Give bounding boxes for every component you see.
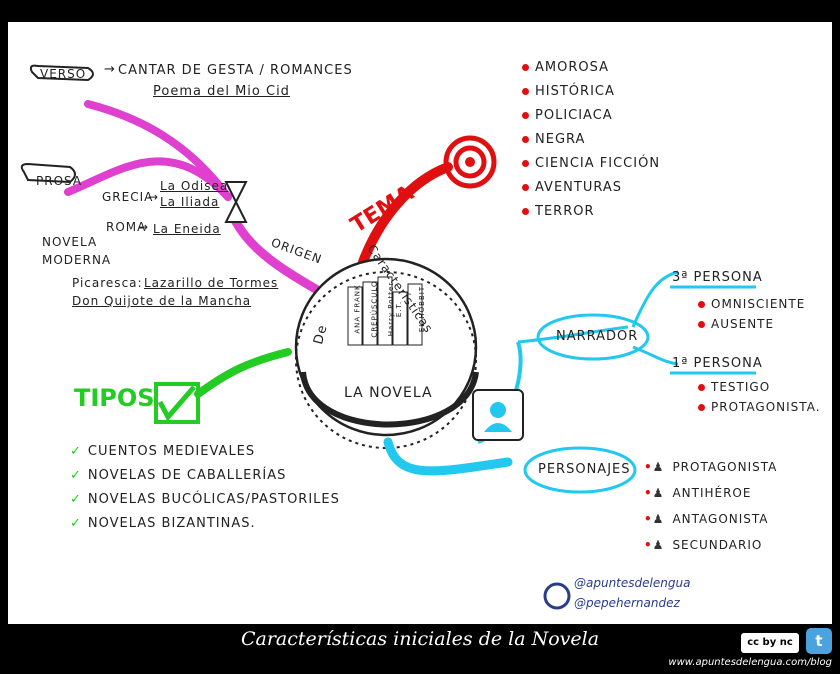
novela-label: NOVELA xyxy=(42,235,98,249)
creative-commons-icon: cc by nc sa xyxy=(741,633,799,668)
narrador-item: TESTIGO xyxy=(698,380,770,394)
connector-lines xyxy=(20,64,756,610)
quijote-text: Don Quijote de la Mancha xyxy=(72,294,252,308)
verso-arrow: → xyxy=(104,62,116,77)
lazarillo-text: Lazarillo de Tormes xyxy=(144,276,279,290)
poema-mio-cid-text: Poema del Mio Cid xyxy=(153,84,290,99)
verso-label: VERSO xyxy=(40,67,87,81)
prosa-label: PROSA xyxy=(36,174,83,188)
credit-handle-2: @pepehernandez xyxy=(574,596,680,610)
checkmark-icon: ✓ xyxy=(70,468,82,483)
mind-map-canvas: VERSO → CANTAR DE GESTA / ROMANCES Poema… xyxy=(8,22,832,624)
red-dot-icon xyxy=(698,321,705,328)
tema-item-label: NEGRA xyxy=(535,132,586,147)
odisea-text: La Odisea xyxy=(160,179,229,193)
personaje-item-label: ANTAGONISTA xyxy=(672,512,769,526)
person-icon: •♟ xyxy=(644,538,665,552)
person-icon: •♟ xyxy=(644,486,665,500)
tema-item: AVENTURAS xyxy=(522,176,660,200)
roma-arrow: → xyxy=(138,220,150,234)
tema-item: POLICIACA xyxy=(522,104,660,128)
tema-item: TERROR xyxy=(522,200,660,224)
tema-item: NEGRA xyxy=(522,128,660,152)
tipo-item: ✓ NOVELAS BUCÓLICAS/PASTORILES xyxy=(70,488,340,512)
tema-item: HISTÓRICA xyxy=(522,80,660,104)
tema-item-label: POLICIACA xyxy=(535,108,613,123)
book-harry-potter: Harry Potter xyxy=(387,281,396,337)
personaje-item: •♟ ANTAGONISTA xyxy=(644,506,777,532)
narrador-item: PROTAGONISTA. xyxy=(698,400,821,414)
tema-item: AMOROSA xyxy=(522,56,660,80)
red-dot-icon xyxy=(522,160,529,167)
center-la-novela-text: LA NOVELA xyxy=(344,385,433,401)
eneida-text: La Eneida xyxy=(153,222,221,236)
red-dot-icon xyxy=(522,64,529,71)
book-el-hobbit: EL HOBBIT xyxy=(418,285,427,333)
checkmark-icon: ✓ xyxy=(70,444,82,459)
red-dot-icon xyxy=(698,301,705,308)
tercera-persona-label: 3ª PERSONA xyxy=(672,270,763,285)
red-dot-icon xyxy=(522,136,529,143)
tipos-list: ✓ CUENTOS MEDIEVALES ✓ NOVELAS DE CABALLER… xyxy=(70,440,340,536)
personaje-item: •♟ PROTAGONISTA xyxy=(644,454,777,480)
iliada-text: La Iliada xyxy=(160,195,220,209)
tipo-item-label: NOVELAS DE CABALLERÍAS xyxy=(87,468,287,483)
moderna-label: MODERNA xyxy=(42,253,112,267)
narrador-item-label: PROTAGONISTA. xyxy=(711,400,821,414)
book-ana-frank: ANA FRANK xyxy=(353,284,362,334)
tipos-label: TIPOS xyxy=(74,384,155,412)
grecia-arrow: → xyxy=(148,190,160,204)
personaje-item-label: SECUNDARIO xyxy=(672,538,763,552)
tema-item: CIENCIA FICCIÓN xyxy=(522,152,660,176)
red-dot-icon xyxy=(522,88,529,95)
red-dot-icon xyxy=(522,208,529,215)
book-et: E.T. xyxy=(395,300,404,318)
person-icon: •♟ xyxy=(644,460,665,474)
narrador-item-label: OMNISCIENTE xyxy=(711,297,806,311)
narrador-item: OMNISCIENTE xyxy=(698,297,805,311)
checkmark-icon: ✓ xyxy=(70,516,82,531)
tipo-item: ✓ CUENTOS MEDIEVALES xyxy=(70,440,340,464)
checkmark-icon: ✓ xyxy=(70,492,82,507)
temas-list: AMOROSA HISTÓRICA POLICIACA NEGRA CIENCI… xyxy=(522,56,660,224)
tipo-item: ✓ NOVELAS DE CABALLERÍAS xyxy=(70,464,340,488)
personajes-label: PERSONAJES xyxy=(538,462,631,477)
cantar-de-gesta-text: CANTAR DE GESTA / ROMANCES xyxy=(118,63,353,78)
narrador-item-label: TESTIGO xyxy=(711,380,771,394)
narrador-item: AUSENTE xyxy=(698,317,774,331)
book-crepusculo: CREPÚSCULO xyxy=(370,280,379,338)
grecia-label: GRECIA xyxy=(102,190,154,204)
red-dot-icon xyxy=(522,112,529,119)
red-dot-icon xyxy=(698,404,705,411)
tema-item-label: TERROR xyxy=(535,204,595,219)
person-icon: •♟ xyxy=(644,512,665,526)
personaje-item-label: ANTIHÉROE xyxy=(672,486,752,500)
narrador-item-label: AUSENTE xyxy=(711,317,775,331)
roma-label: ROMA xyxy=(106,220,147,234)
narrador-label: NARRADOR xyxy=(556,329,639,344)
tipo-item-label: NOVELAS BIZANTINAS. xyxy=(87,516,256,531)
twitter-icon[interactable]: t xyxy=(806,628,832,654)
personaje-item: •♟ SECUNDARIO xyxy=(644,532,777,558)
red-dot-icon xyxy=(698,384,705,391)
tipo-item-label: CUENTOS MEDIEVALES xyxy=(87,444,256,459)
personajes-list: •♟ PROTAGONISTA •♟ ANTIHÉROE •♟ ANTAGONISTA… xyxy=(644,454,777,558)
credit-handle-1: @apuntesdelengua xyxy=(574,576,691,590)
footer-url-link[interactable]: www.apuntesdelengua.com/blog xyxy=(668,657,832,668)
tipo-item: ✓ NOVELAS BIZANTINAS. xyxy=(70,512,340,536)
personaje-item-label: PROTAGONISTA xyxy=(672,460,778,474)
tema-item-label: CIENCIA FICCIÓN xyxy=(535,156,661,171)
tema-item-label: AVENTURAS xyxy=(535,180,622,195)
picaresca-label: Picaresca: xyxy=(72,276,143,290)
tema-item-label: HISTÓRICA xyxy=(535,84,615,99)
tipo-item-label: NOVELAS BUCÓLICAS/PASTORILES xyxy=(87,492,340,507)
footer-title: Características iniciales de la Novela xyxy=(240,628,600,650)
personaje-item: •♟ ANTIHÉROE xyxy=(644,480,777,506)
red-dot-icon xyxy=(522,184,529,191)
primera-persona-label: 1ª PERSONA xyxy=(672,356,763,371)
tema-item-label: AMOROSA xyxy=(535,60,609,75)
